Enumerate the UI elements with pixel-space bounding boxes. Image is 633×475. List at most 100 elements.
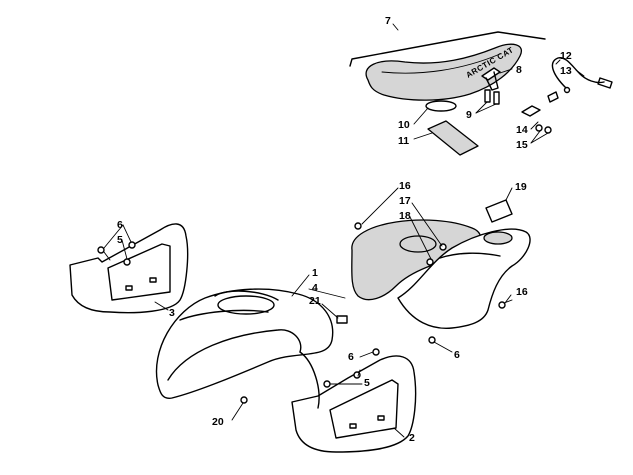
front-fender-top-ridge [214,290,279,301]
left-footwell-hole [149,277,157,283]
callout-21: 21 [309,295,321,307]
seat-latch [481,67,501,91]
callout-1: 1 [312,267,318,279]
bolt [354,222,362,230]
leader-line [530,132,549,144]
leader-line [392,23,399,31]
front-fender-contour [179,309,269,321]
fasteners [97,222,513,404]
seat-latch-arm [485,71,499,91]
washer [426,258,434,266]
leader-line [122,224,132,243]
leader-line [413,107,429,125]
rear-fender-light-plate [485,199,513,223]
nut [323,380,331,388]
leader-line [505,187,513,201]
callout-14: 14 [516,124,528,136]
rear-fender-outer-panel [397,228,531,329]
callout-5-lower: 5 [364,377,370,389]
callout-16-right: 16 [516,286,528,298]
callout-3: 3 [169,307,175,319]
leader-line [361,187,399,225]
bolt [372,348,380,356]
foam-pad [427,120,479,156]
callout-19: 19 [515,181,527,193]
leader-line [413,132,433,140]
callout-6-right: 6 [454,349,460,361]
leader-line [291,274,310,297]
callout-5-left: 5 [117,234,123,246]
bolt [128,241,136,249]
leader-line [321,303,339,319]
front-fender-panel [217,295,275,315]
leader-line [121,239,128,260]
callout-15: 15 [516,139,528,151]
callout-4: 4 [312,282,318,294]
leader-line [393,427,405,438]
rear-fender-vent [483,231,513,245]
leader-line [530,121,539,130]
seal-ring [425,100,457,112]
callout-10: 10 [398,119,410,131]
leader-line [103,224,124,249]
latch-cable [547,57,613,103]
bolt [240,396,248,404]
leader-line [555,59,561,65]
latch-clip [521,105,541,117]
right-footwell-hole [377,415,385,421]
latch-cable-wire [551,57,605,89]
left-footwell-body [69,223,189,314]
left-footwell [69,223,189,314]
latch-fasteners [521,105,552,134]
left-footwell-floor [107,243,171,301]
callout-7: 7 [385,15,391,27]
callout-20: 20 [212,416,224,428]
front-fender-lower-edge [299,351,320,409]
right-footwell-body [291,355,417,453]
callout-12: 12 [560,50,572,62]
leader-line [411,202,443,247]
seat-pin-left [484,89,491,103]
latch-nut [544,126,552,134]
right-footwell-hole [349,423,357,429]
clip [336,315,348,324]
leader-lines [103,23,585,438]
bolt [428,336,436,344]
right-footwell-floor [329,379,399,439]
callout-13: 13 [560,65,572,77]
callout-6-left: 6 [117,219,123,231]
callout-2: 2 [409,432,415,444]
leader-line [499,68,513,74]
callout-9: 9 [466,109,472,121]
leader-line [308,288,346,299]
leader-line [359,351,374,358]
callout-11: 11 [398,135,409,147]
front-fender-wheel-arch [167,329,302,381]
latch-spring [547,91,559,103]
leader-line [409,216,432,260]
leader-line [530,130,541,144]
rear-fender-vent [399,235,437,253]
seat-pin-right [493,91,500,105]
leader-line [231,402,244,421]
leader-line [475,103,497,114]
leader-line [575,69,585,77]
nut [123,258,131,266]
leader-line [475,101,488,114]
callout-labels: 7 8 9 10 11 12 13 14 15 16 17 18 19 6 5 … [117,15,572,444]
callout-16-top: 16 [399,180,411,192]
leader-line [357,369,361,377]
callout-18: 18 [399,210,411,222]
leader-line [504,294,512,304]
leader-line [154,301,169,311]
seat-pins [484,89,500,105]
leader-line [433,341,453,353]
seat-contour-line [381,53,501,74]
seat-cushion [365,43,522,101]
rear-fender-contour [439,252,501,259]
bolt [498,301,506,309]
front-fender-body [155,288,334,400]
latch-cable-end [563,86,571,94]
